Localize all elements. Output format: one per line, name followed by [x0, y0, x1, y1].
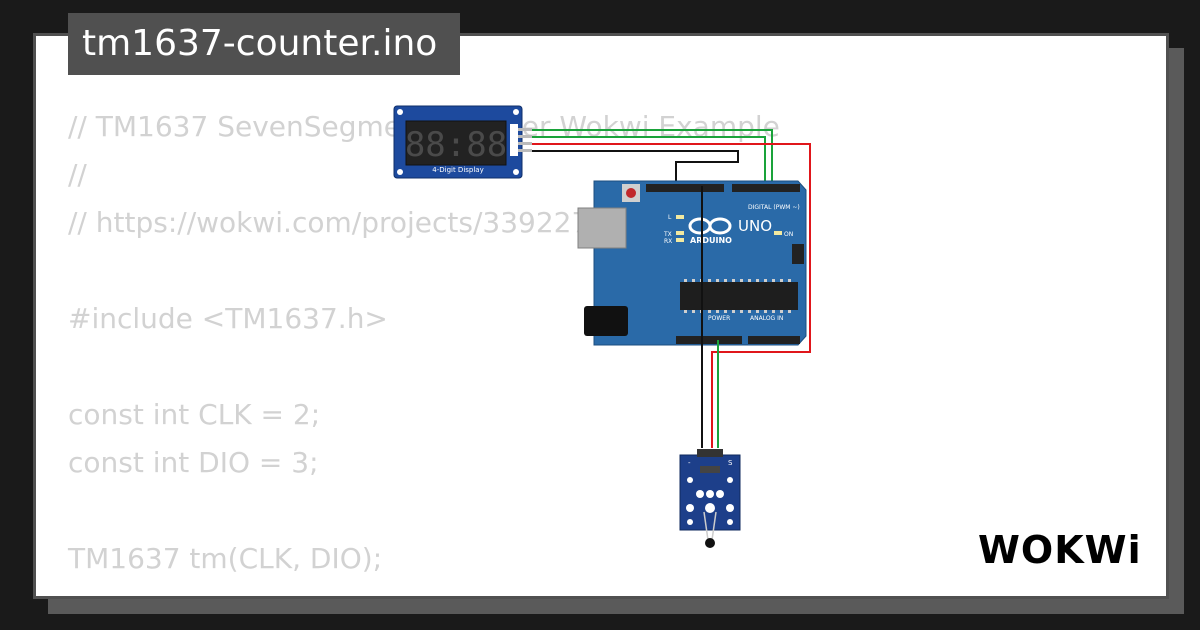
code-line: const int DIO = 3; — [68, 446, 319, 479]
display-digits: 88:88 — [405, 125, 507, 165]
wire-dio — [532, 136, 766, 186]
sensor-s-label: S — [728, 459, 733, 467]
board-brand: ARDUINO — [690, 236, 732, 245]
microcontroller-chip — [680, 282, 798, 310]
tm1637-display-module[interactable]: 88:88 4-Digit Display — [393, 105, 532, 179]
wire-gnd — [532, 150, 739, 186]
code-line: // — [68, 158, 87, 191]
wokwi-logo: WOKWi — [978, 528, 1142, 572]
wire-vcc — [532, 143, 811, 448]
digital-label: DIGITAL (PWM ~) — [748, 204, 800, 211]
analog-label: ANALOG IN — [750, 315, 783, 322]
thermistor-icon — [705, 538, 715, 548]
on-label: ON — [784, 231, 793, 238]
file-title: tm1637-counter.ino — [68, 13, 460, 75]
sensor-minus-label: - — [688, 459, 691, 467]
power-jack-icon — [584, 306, 628, 336]
wire-clk — [532, 129, 773, 186]
display-wires[interactable] — [532, 129, 811, 448]
digital-header-right — [732, 184, 800, 192]
temperature-sensor-module[interactable]: - S — [679, 449, 741, 548]
analog-header — [748, 336, 800, 344]
power-header — [676, 336, 742, 344]
arduino-uno-board[interactable]: UNO ARDUINO DIGITAL (PWM ~) ANALOG IN PO… — [577, 180, 807, 346]
code-line: #include <TM1637.h> — [68, 302, 388, 335]
usb-port-icon — [577, 207, 627, 249]
display-caption: 4-Digit Display — [432, 166, 483, 174]
digital-header-left — [646, 184, 724, 192]
rx-label: RX — [664, 238, 672, 245]
code-line: TM1637 tm(CLK, DIO); — [68, 542, 383, 575]
board-model: UNO — [738, 217, 772, 235]
tx-label: TX — [663, 231, 672, 238]
l-label: L — [668, 214, 672, 221]
power-label: POWER — [708, 315, 730, 322]
reset-button-icon — [626, 188, 636, 198]
code-line: const int CLK = 2; — [68, 398, 321, 431]
sensor-wires[interactable] — [701, 186, 719, 448]
